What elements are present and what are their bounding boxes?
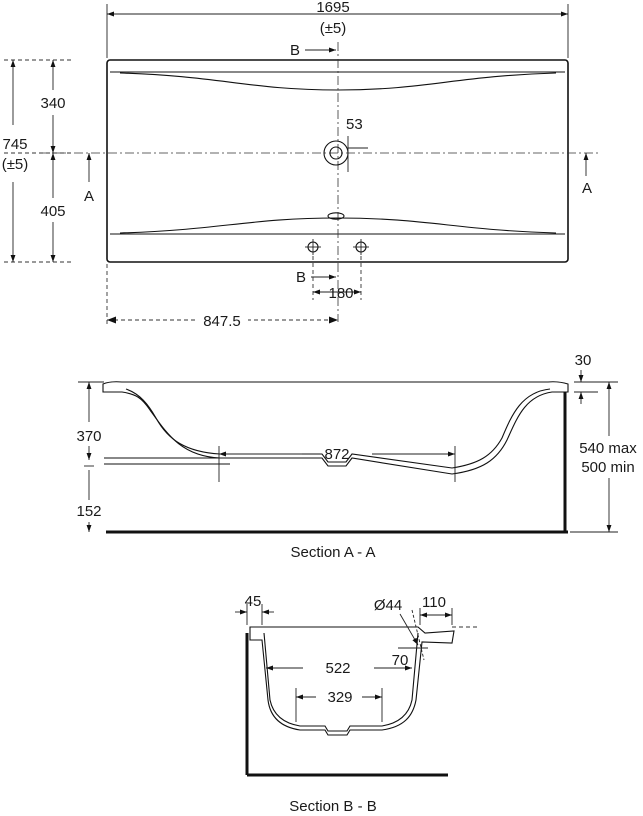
section-b-profile — [249, 626, 455, 736]
length-tolerance-label: (±5) — [320, 20, 347, 37]
right-rim-label: 110 — [422, 594, 446, 611]
tap-hole-left — [305, 239, 321, 255]
section-a-title: Section A - A — [290, 544, 375, 561]
base-height-label: 152 — [76, 503, 101, 520]
offset-arrow-left — [107, 316, 116, 324]
tap-spacing-label: 180 — [328, 285, 353, 302]
offset-arrow-right — [329, 316, 338, 324]
section-b-marker-top: B — [290, 42, 300, 59]
section-a-marker-left: A — [84, 188, 94, 205]
top-width-label: 522 — [325, 660, 350, 677]
waste-offset-label: 847.5 — [203, 313, 241, 330]
overflow-diameter-label: Ø44 — [374, 597, 402, 614]
section-a-profile — [102, 381, 569, 475]
base-length-label: 872 — [324, 446, 349, 463]
section-a-marker-right: A — [582, 180, 592, 197]
left-rim-label: 45 — [245, 593, 262, 610]
section-a-inner-profile — [125, 388, 551, 469]
section-b-title: Section B - B — [289, 798, 377, 815]
overflow-offset-label: 70 — [392, 652, 409, 669]
section-b-marker-bottom: B — [296, 269, 306, 286]
plan-view: 1695 (±5) 53 B B — [2, 0, 600, 330]
rim-thickness-label: 30 — [575, 352, 592, 369]
base-width-label: 329 — [327, 689, 352, 706]
overall-length-label: 1695 — [316, 0, 349, 16]
upper-width-label: 340 — [40, 95, 65, 112]
height-min-label: 500 min — [581, 459, 634, 476]
lower-width-label: 405 — [40, 203, 65, 220]
waste-diameter-label: 53 — [346, 116, 363, 133]
overflow-slot — [327, 212, 345, 220]
offset-label-mask — [196, 309, 248, 329]
tap-hole-right — [353, 239, 369, 255]
overall-width-label: 745 — [2, 136, 27, 153]
section-b-inner-profile — [263, 632, 419, 732]
bath-outline — [106, 59, 569, 263]
section-b-view: 45 Ø44 110 70 522 329 Section B - B — [235, 593, 480, 815]
waste-inner-ring — [329, 146, 343, 160]
overflow-leader — [399, 613, 419, 646]
overflow-centerline — [411, 609, 425, 661]
width-tolerance-label: (±5) — [2, 156, 29, 173]
section-a-view: 370 152 872 30 540 max 500 min Section A… — [76, 352, 637, 561]
depth-label: 370 — [76, 428, 101, 445]
height-max-label: 540 max — [579, 440, 637, 457]
